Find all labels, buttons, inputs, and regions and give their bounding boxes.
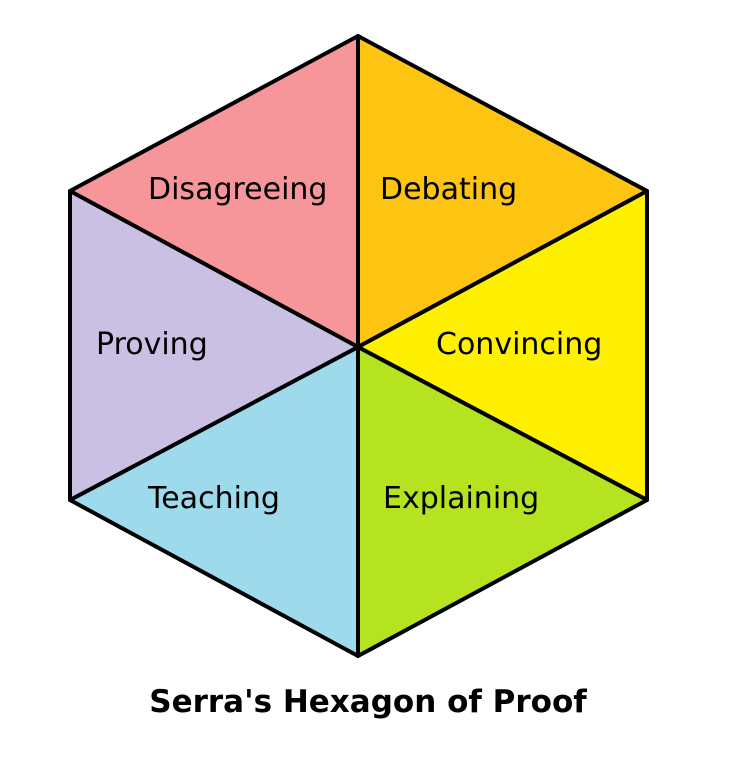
label-disagreeing: Disagreeing xyxy=(148,172,327,207)
diagram-title: Serra's Hexagon of Proof xyxy=(149,684,587,720)
segment-proving xyxy=(68,189,360,502)
label-explaining: Explaining xyxy=(383,481,539,516)
label-convincing: Convincing xyxy=(436,327,602,362)
label-debating: Debating xyxy=(380,172,517,207)
label-teaching: Teaching xyxy=(147,481,280,516)
label-proving: Proving xyxy=(96,327,208,362)
